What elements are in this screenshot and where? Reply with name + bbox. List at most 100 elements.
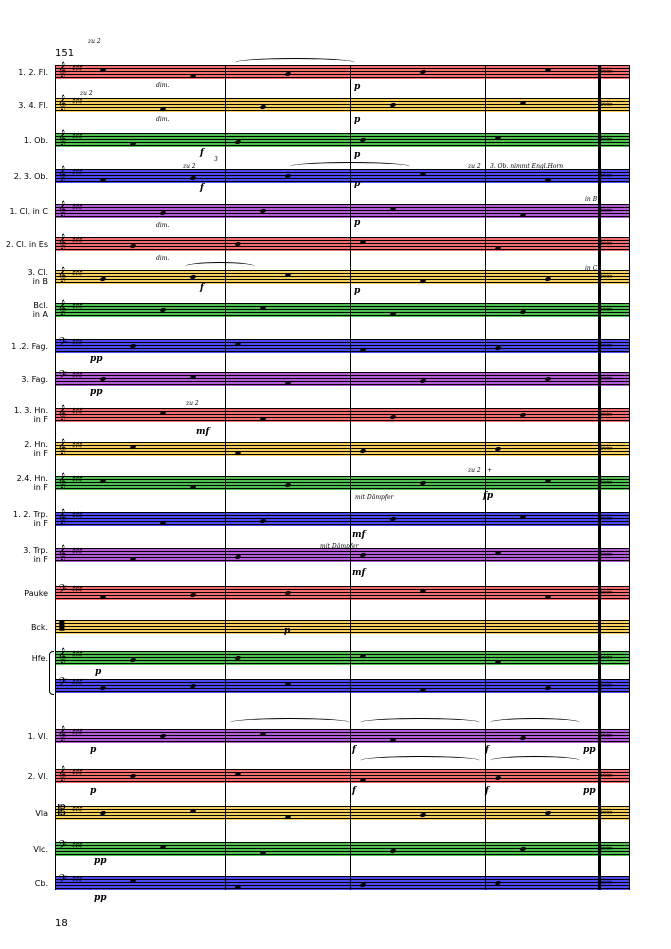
staff-line: [55, 815, 630, 816]
staff-line: [55, 488, 630, 489]
staff: [55, 512, 630, 526]
instrument-label: 1. Ob.: [23, 135, 48, 145]
key-change-icon: ♮♭♭♭♭: [599, 170, 613, 179]
staff-line: [55, 210, 630, 211]
staff: [55, 65, 630, 79]
staff-line: [55, 442, 630, 443]
staff-line: [55, 136, 630, 137]
slur-mark: [360, 756, 480, 765]
dynamic-marking: f: [200, 183, 204, 193]
treble-clef-icon: 𝄞: [58, 267, 67, 283]
key-signature-icon: ♯♯♯: [72, 475, 83, 485]
staff-line: [55, 237, 630, 238]
slur-mark: [490, 756, 580, 765]
key-change-icon: ♮♭♭♭♭: [599, 271, 613, 280]
instrument-label: 3. 4. Fl.: [18, 100, 48, 110]
staff-line: [55, 778, 630, 779]
key-change-icon: ♮♭♭♭♭: [599, 99, 613, 108]
treble-clef-icon: 𝄞: [58, 201, 67, 217]
key-change-icon: ♮♭♭♭♭: [599, 340, 613, 349]
measure-number: 151: [55, 48, 75, 59]
staff-line: [55, 204, 630, 205]
staff-line: [55, 732, 630, 733]
instrument-label: 1 .2. Fag.: [11, 341, 48, 351]
score-annotation: 3: [214, 156, 218, 163]
key-change-icon: ♮♭♭♭♭: [599, 477, 613, 486]
instrument-label: 2.4. Hn. in F: [16, 474, 48, 492]
dynamic-marking: f: [352, 745, 356, 755]
treble-clef-icon: 𝄞: [58, 166, 67, 182]
staff-line: [55, 626, 630, 627]
staff-line: [55, 175, 630, 176]
key-signature-icon: ♯♯♯: [72, 511, 83, 521]
staff-line: [55, 515, 630, 516]
dynamic-marking: p: [95, 667, 102, 677]
staff: [55, 372, 630, 386]
staff-line: [55, 688, 630, 689]
instrument-label: 3. Fag.: [21, 374, 48, 384]
dynamic-marking: p: [90, 745, 97, 755]
key-change-icon: ♮♭♭♭♭: [599, 205, 613, 214]
staff-line: [55, 342, 630, 343]
staff-line: [55, 809, 630, 810]
key-signature-icon: ♯♯♯: [72, 678, 83, 688]
dynamic-marking: p: [354, 286, 361, 296]
slur-mark: [230, 718, 350, 727]
staff-line: [55, 303, 630, 304]
staff-line: [55, 654, 630, 655]
page-number: 18: [55, 918, 68, 929]
staff-line: [55, 448, 630, 449]
staff-line: [55, 623, 630, 624]
staff-line: [55, 172, 630, 173]
staff-line: [55, 888, 630, 889]
harp-brace-icon: [49, 651, 54, 695]
staff-line: [55, 315, 630, 316]
staff: [55, 133, 630, 147]
key-signature-icon: ♯♯♯: [72, 338, 83, 348]
staff-line: [55, 181, 630, 182]
staff: [55, 769, 630, 783]
staff-line: [55, 660, 630, 661]
staff: [55, 842, 630, 856]
staff: [55, 204, 630, 218]
instrument-label: 2. 3. Ob.: [13, 171, 48, 181]
instrument-label: 1. Cl. in C: [9, 206, 49, 216]
staff-line: [55, 854, 630, 855]
dynamic-marking: p: [354, 82, 361, 92]
staff-line: [55, 663, 630, 664]
score-annotation: +: [487, 467, 493, 474]
staff-line: [55, 178, 630, 179]
key-change-icon: ♮♭♭♭♭: [599, 807, 613, 816]
key-signature-icon: ♯♯♯: [72, 269, 83, 279]
key-change-icon: ♮♭♭♭♭: [599, 680, 613, 689]
dynamic-marking: mf: [352, 530, 366, 540]
treble-clef-icon: 𝄞: [58, 300, 67, 316]
staff-line: [55, 414, 630, 415]
instrument-label: 1. Vl.: [27, 731, 48, 741]
key-signature-icon: ♯♯♯: [72, 585, 83, 595]
staff-line: [55, 848, 630, 849]
key-change-icon: ♮♭♭♭♭: [599, 443, 613, 452]
key-change-icon: ♮♭♭♭♭: [599, 409, 613, 418]
barline: [225, 65, 226, 890]
system-end-line: [629, 65, 630, 890]
treble-clef-icon: 𝄞: [58, 473, 67, 489]
treble-clef-icon: 𝄞: [58, 62, 67, 78]
staff: [55, 98, 630, 112]
staff-line: [55, 629, 630, 630]
key-change-icon: ♮♭♭♭♭: [599, 843, 613, 852]
dynamic-marking: pp: [90, 354, 103, 364]
staff-line: [55, 375, 630, 376]
instrument-label: 1. 2. Trp. in F: [13, 510, 48, 528]
bass-clef-icon: 𝄢: [58, 873, 68, 889]
staff-line: [55, 381, 630, 382]
treble-clef-icon: 𝄞: [58, 95, 67, 111]
key-signature-icon: ♯♯♯: [72, 168, 83, 178]
dynamic-marking: p: [354, 218, 361, 228]
staff-line: [55, 781, 630, 782]
score-annotation: dim.: [156, 222, 170, 229]
score-annotation: zu 2: [186, 400, 199, 407]
score-annotation: dim.: [156, 82, 170, 89]
staff-line: [55, 657, 630, 658]
staff-line: [55, 378, 630, 379]
